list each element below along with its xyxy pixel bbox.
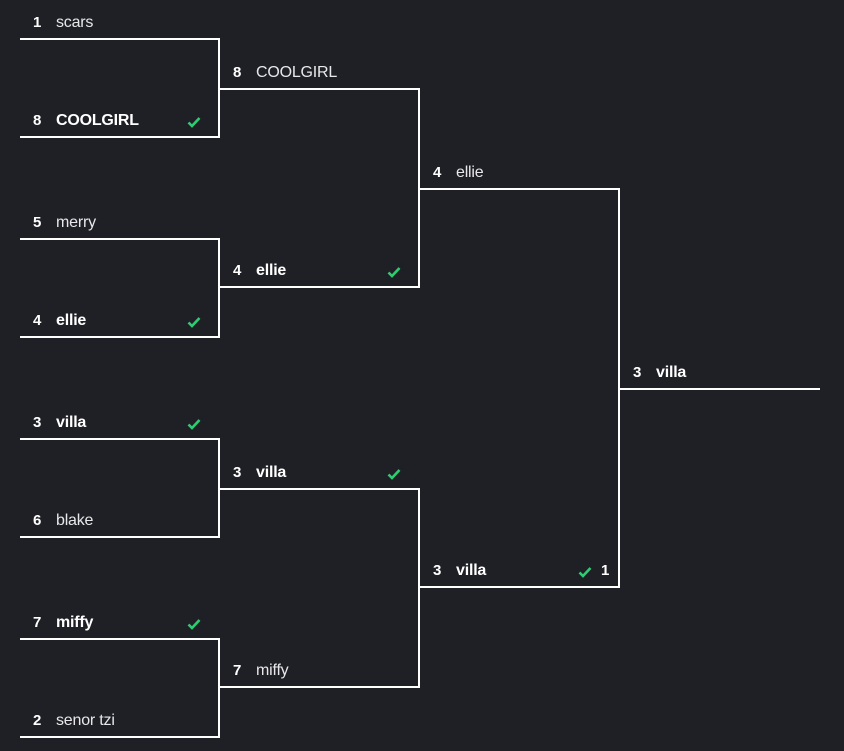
player-name: ellie xyxy=(56,312,87,329)
seed: 8 xyxy=(233,64,242,81)
player-name: merry xyxy=(56,214,96,231)
player-name: COOLGIRL xyxy=(56,112,139,129)
r2-slot-2[interactable]: 4 ellie xyxy=(220,258,420,288)
r1-slot-6[interactable]: 6 blake xyxy=(20,508,220,538)
connector-line xyxy=(618,188,620,588)
r1-slot-8[interactable]: 2 senor tzi xyxy=(20,708,220,738)
check-icon xyxy=(387,267,401,278)
score: 1 xyxy=(601,562,610,579)
r2-slot-1[interactable]: 8 COOLGIRL xyxy=(220,60,420,90)
check-icon xyxy=(187,619,201,630)
r1-slot-5[interactable]: 3 villa xyxy=(20,410,220,440)
seed: 4 xyxy=(33,312,42,329)
check-icon xyxy=(578,567,592,578)
seed: 3 xyxy=(633,364,642,381)
connector-line xyxy=(218,438,220,538)
connector-line xyxy=(418,488,420,688)
connector-line xyxy=(418,88,420,288)
seed: 2 xyxy=(33,712,42,729)
player-name: villa xyxy=(56,414,87,431)
seed: 4 xyxy=(433,164,442,181)
r1-slot-4[interactable]: 4 ellie xyxy=(20,308,220,338)
player-name: miffy xyxy=(256,662,289,679)
r1-slot-7[interactable]: 7 miffy xyxy=(20,610,220,640)
player-name: villa xyxy=(456,562,487,579)
player-name: miffy xyxy=(56,614,94,631)
player-name: villa xyxy=(256,464,287,481)
final-winner-slot[interactable]: 3 villa xyxy=(620,360,820,390)
check-icon xyxy=(187,317,201,328)
player-name: senor tzi xyxy=(56,712,115,729)
connector-line xyxy=(218,38,220,138)
player-name: blake xyxy=(56,512,94,529)
r2-slot-3[interactable]: 3 villa xyxy=(220,460,420,490)
r3-slot-1[interactable]: 4 ellie xyxy=(420,160,620,190)
seed: 8 xyxy=(33,112,42,129)
seed: 5 xyxy=(33,214,42,231)
seed: 7 xyxy=(233,662,242,679)
player-name: ellie xyxy=(456,164,484,181)
player-name: scars xyxy=(56,14,94,31)
connector-line xyxy=(218,238,220,338)
check-icon xyxy=(187,117,201,128)
check-icon xyxy=(187,419,201,430)
player-name: ellie xyxy=(256,262,287,279)
seed: 1 xyxy=(33,14,42,31)
r1-slot-3[interactable]: 5 merry xyxy=(20,210,220,240)
seed: 3 xyxy=(233,464,242,481)
check-icon xyxy=(387,469,401,480)
player-name: COOLGIRL xyxy=(256,64,338,81)
seed: 3 xyxy=(433,562,442,579)
connector-line xyxy=(218,638,220,738)
r1-slot-1[interactable]: 1 scars xyxy=(20,10,220,40)
player-name: villa xyxy=(656,364,687,381)
seed: 4 xyxy=(233,262,242,279)
seed: 6 xyxy=(33,512,42,529)
r2-slot-4[interactable]: 7 miffy xyxy=(220,658,420,688)
seed: 3 xyxy=(33,414,42,431)
seed: 7 xyxy=(33,614,42,631)
r1-slot-2[interactable]: 8 COOLGIRL xyxy=(20,108,220,138)
r3-slot-2[interactable]: 3 villa 1 xyxy=(420,558,620,588)
